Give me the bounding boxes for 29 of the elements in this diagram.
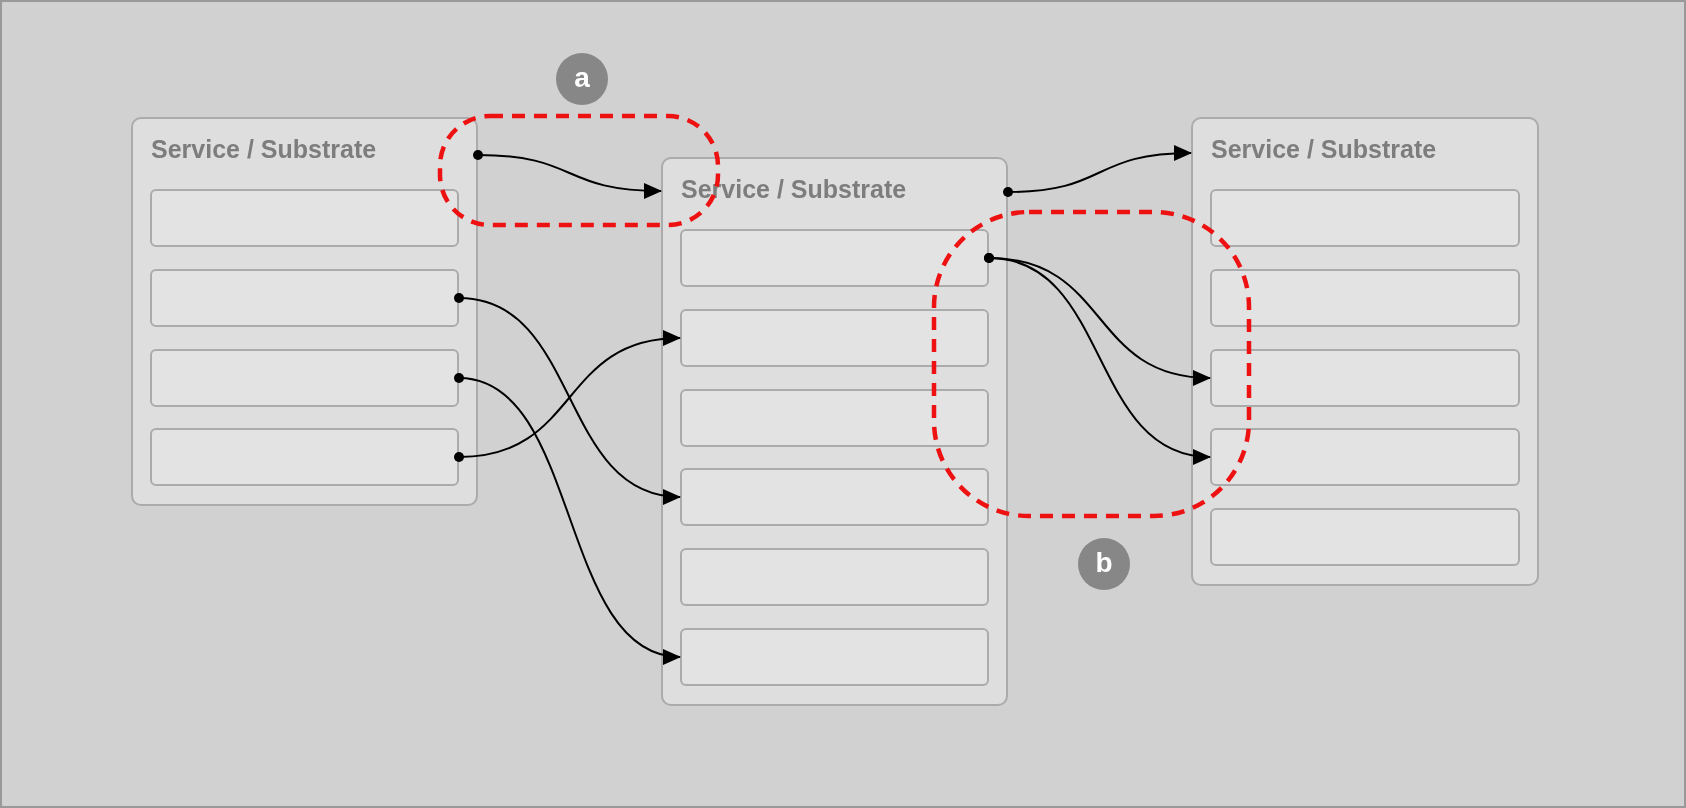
container-box xyxy=(661,157,1008,706)
container-title: Service / Substrate xyxy=(1211,135,1437,164)
slot-box xyxy=(680,548,989,606)
connector-arrow xyxy=(454,331,681,462)
slot-box xyxy=(1210,189,1520,247)
slot-box xyxy=(680,389,989,447)
callout-number: b xyxy=(1078,538,1130,590)
container-title: Service / Substrate xyxy=(151,135,377,164)
connector-arrow xyxy=(984,253,1211,463)
slot-box xyxy=(150,269,459,327)
slot-box xyxy=(680,309,989,367)
slot-box xyxy=(150,189,459,247)
slot-box xyxy=(680,628,989,686)
connector-arrow xyxy=(454,373,681,662)
container-box xyxy=(1191,117,1539,586)
connector-arrow xyxy=(1003,145,1192,197)
slot-box xyxy=(1210,508,1520,566)
container-title: Service / Substrate xyxy=(681,175,907,204)
slot-box xyxy=(1210,269,1520,327)
slot-box xyxy=(1210,428,1520,486)
slot-box xyxy=(150,349,459,407)
connector-arrow xyxy=(454,293,681,503)
callout-number: a xyxy=(556,53,608,105)
slot-box xyxy=(680,468,989,526)
container-box xyxy=(131,117,478,506)
connector-arrow xyxy=(473,150,662,199)
slot-box xyxy=(1210,349,1520,407)
slot-box xyxy=(150,428,459,486)
slot-box xyxy=(680,229,989,287)
